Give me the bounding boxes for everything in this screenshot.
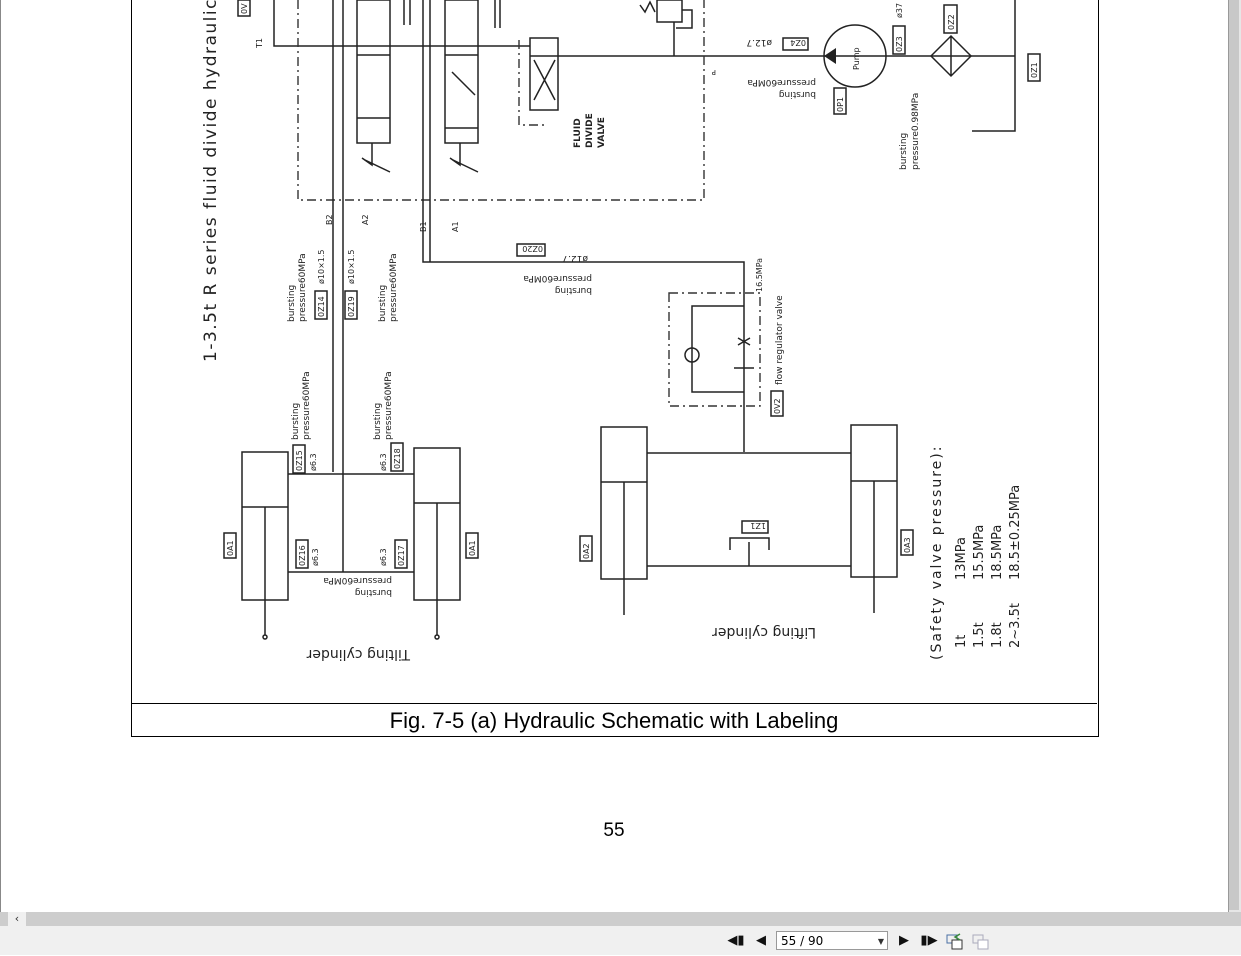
bursting-label: pressure60MPa [302, 371, 312, 440]
code-label: 0Z4 [790, 38, 806, 47]
code-label: 0Z15 [295, 450, 304, 471]
figure-frame [131, 0, 1099, 737]
safety-valve-rows: 1t 13MPa 1.5t 15.5MPa 1.8t 18.5MPa 2~3.5… [954, 485, 1023, 648]
valve-label: VALVE [597, 117, 607, 148]
diameter-label: ø6.3 [309, 453, 318, 471]
bursting-label: bursting [899, 133, 909, 170]
safety-pressure: 15.5MPa [972, 525, 987, 580]
pump-label: Pump [852, 47, 861, 70]
code-label: 0A3 [903, 537, 912, 553]
bursting-label: pressure60MPa [523, 273, 592, 283]
chevron-down-icon: ▼ [877, 937, 884, 946]
figure-title: 1-3.5t R series fluid divide hydraulic : [201, 0, 221, 362]
navigation-toolbar [0, 926, 1241, 955]
bursting-label: bursting [378, 285, 388, 322]
port-label: A2 [361, 214, 370, 225]
safety-capacity: 1t [954, 635, 969, 648]
code-label: 0Z3 [895, 36, 904, 52]
svg-text:VALVE: VALVE [597, 117, 607, 148]
code-label: 0Z17 [397, 545, 406, 566]
page-indicator: 55 / 90 [781, 934, 824, 948]
diameter-label: ø6.3 [379, 548, 388, 566]
label-box [237, 0, 251, 17]
bursting-label: pressure60MPa [298, 253, 308, 322]
first-page-icon[interactable]: ◀▮ [727, 933, 745, 948]
port-label: B1 [419, 221, 428, 232]
code-label: 1Z1 [750, 521, 766, 530]
bursting-label: pressure60MPa [389, 253, 399, 322]
document-page [0, 0, 1, 912]
diameter-label: ø37 [895, 3, 904, 18]
code-label: 0V2 [773, 398, 782, 414]
bursting-label: pressure60MPa [747, 77, 816, 87]
bursting-label: bursting [291, 403, 301, 440]
bursting-label: bursting [355, 587, 392, 597]
previous-page-icon[interactable]: ◀ [756, 933, 766, 948]
flow-regulator-label: flow regulator valve [775, 295, 785, 385]
svg-text:DIVIDE: DIVIDE [585, 113, 595, 148]
scroll-left-button[interactable]: ‹ [8, 912, 26, 926]
page-number: 55 [603, 820, 625, 841]
diameter-label: ø10×1.5 [317, 250, 326, 285]
code-label: 0A2 [582, 543, 591, 559]
bursting-label: pressure60MPa [323, 575, 392, 585]
port-label: P [712, 68, 716, 76]
bursting-label: pressure0.98MPa [911, 93, 921, 170]
code-label: 0Z18 [393, 448, 402, 469]
tilting-cylinder-label: Tilting cylinder [306, 646, 411, 662]
lifting-cylinder-label: Lifting cylinder [712, 624, 816, 640]
code-label: 0A1 [468, 540, 477, 556]
code-label: 0Z19 [347, 296, 356, 317]
bursting-label: pressure60MPa [384, 371, 394, 440]
diameter-label: ø6.3 [379, 453, 388, 471]
horizontal-scrollbar[interactable] [0, 912, 1241, 926]
code-label: 0V [240, 3, 249, 14]
safety-pressure: 18.5MPa [990, 525, 1005, 580]
bursting-label: bursting [373, 403, 383, 440]
last-page-icon[interactable]: ▮▶ [920, 933, 938, 948]
next-view-icon[interactable] [972, 932, 990, 950]
valve-label: DIVIDE [585, 113, 595, 148]
bursting-label: bursting [779, 89, 816, 99]
figure-caption: Fig. 7-5 (a) Hydraulic Schematic with La… [131, 703, 1097, 737]
code-label: 0Z1 [1030, 62, 1039, 78]
code-label: 0Z20 [522, 244, 543, 253]
safety-pressure: 18.5±0.25MPa [1008, 485, 1023, 580]
port-label: A1 [451, 221, 460, 232]
bursting-label: bursting [555, 285, 592, 295]
code-label: 0Z2 [947, 14, 956, 30]
diameter-label: ø6.3 [311, 548, 320, 566]
code-label: 0Z14 [317, 296, 326, 317]
diameter-label: ø12.7 [746, 37, 772, 47]
valve-label: FLUID [573, 118, 583, 148]
safety-capacity: 1.8t [990, 622, 1005, 648]
port-label: B2 [325, 214, 334, 225]
pressure-label: 16.5MPa [755, 258, 764, 292]
safety-pressure: 13MPa [954, 537, 969, 580]
port-label: T1 [255, 38, 264, 49]
safety-valve-heading: (Safety valve pressure): [929, 445, 945, 660]
diameter-label: ø12.7 [562, 253, 588, 263]
code-label: 0P1 [836, 97, 845, 112]
next-page-icon[interactable]: ▶ [899, 933, 909, 948]
svg-text:FLUID: FLUID [573, 118, 583, 148]
page-number-dropdown[interactable]: 55 / 90 ▼ [776, 931, 888, 950]
bursting-label: bursting [287, 285, 297, 322]
safety-capacity: 2~3.5t [1008, 603, 1023, 648]
code-label: 0A1 [226, 540, 235, 556]
code-label: 0Z16 [298, 545, 307, 566]
hydraulic-schematic: 1-3.5t R series fluid divide hydraulic :… [201, 0, 1041, 662]
previous-view-icon[interactable] [946, 932, 964, 950]
diameter-label: ø10×1.5 [347, 250, 356, 285]
safety-capacity: 1.5t [972, 622, 987, 648]
vertical-scrollbar-thumb[interactable] [1229, 0, 1239, 910]
